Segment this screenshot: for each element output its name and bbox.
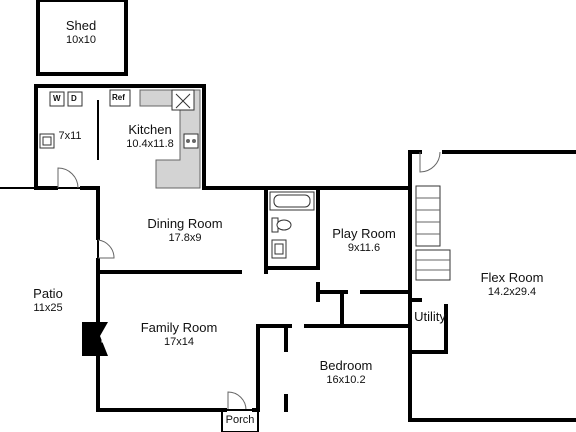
play-label: Play Room 9x11.6 <box>326 226 402 256</box>
fridge <box>109 89 131 107</box>
room-name: Bedroom <box>319 358 373 373</box>
room-dims: 10x10 <box>66 34 96 47</box>
doors <box>57 151 441 411</box>
kitchen-label: Kitchen 10.4x11.8 <box>115 122 185 152</box>
room-name: Shed <box>65 18 97 33</box>
room-name: Kitchen <box>128 122 172 137</box>
bath-sink-icon <box>271 239 287 259</box>
room-name: Patio <box>33 286 63 301</box>
kitchen-counter <box>139 89 201 189</box>
room-name: Flex Room <box>480 270 544 285</box>
bathtub-icon <box>269 191 315 211</box>
room-name: Family Room <box>140 320 218 335</box>
stairs-icon <box>415 185 451 281</box>
fireplace-tag: FP <box>101 335 108 343</box>
dining-label: Dining Room 17.8x9 <box>140 216 230 246</box>
porch-label: Porch <box>222 414 258 428</box>
interior-walls <box>96 100 448 412</box>
utility-label: Utility <box>406 309 454 325</box>
sink-icon <box>183 133 199 149</box>
room-name: Porch <box>225 414 255 426</box>
room-dims: 16x10.2 <box>326 374 366 387</box>
room-name: Play Room <box>332 226 396 241</box>
patio-label: Patio 11x25 <box>20 286 76 316</box>
room-dims: 10.4x11.8 <box>126 138 174 151</box>
bedroom-label: Bedroom 16x10.2 <box>306 358 386 388</box>
room-name: Utility <box>414 309 446 324</box>
room-dims: 9x11.6 <box>347 242 381 255</box>
dryer <box>67 91 83 107</box>
shed-label: Shed 10x10 <box>56 18 106 48</box>
stove-icon <box>171 89 195 111</box>
washer-tag: W <box>53 94 61 103</box>
room-dims: 11x25 <box>33 302 63 315</box>
shed-outline <box>36 0 128 76</box>
room-name: Dining Room <box>147 216 223 231</box>
room-dims: 17.8x9 <box>168 232 202 245</box>
toilet-icon <box>271 217 292 233</box>
room-dims: 17x14 <box>164 336 194 349</box>
fridge-tag: Ref <box>112 93 125 102</box>
fireplace-icon <box>82 322 108 356</box>
exterior-walls <box>34 84 576 422</box>
porch-outline <box>221 409 259 432</box>
washer <box>49 91 65 107</box>
laundry-label: 7x11 <box>50 130 90 144</box>
room-dims: 7x11 <box>58 130 82 142</box>
family-label: Family Room 17x14 <box>134 320 224 350</box>
laundry-sink-icon <box>39 133 55 149</box>
dryer-tag: D <box>71 94 77 103</box>
room-dims: 14.2x29.4 <box>487 286 537 299</box>
flex-label: Flex Room 14.2x29.4 <box>470 270 554 300</box>
